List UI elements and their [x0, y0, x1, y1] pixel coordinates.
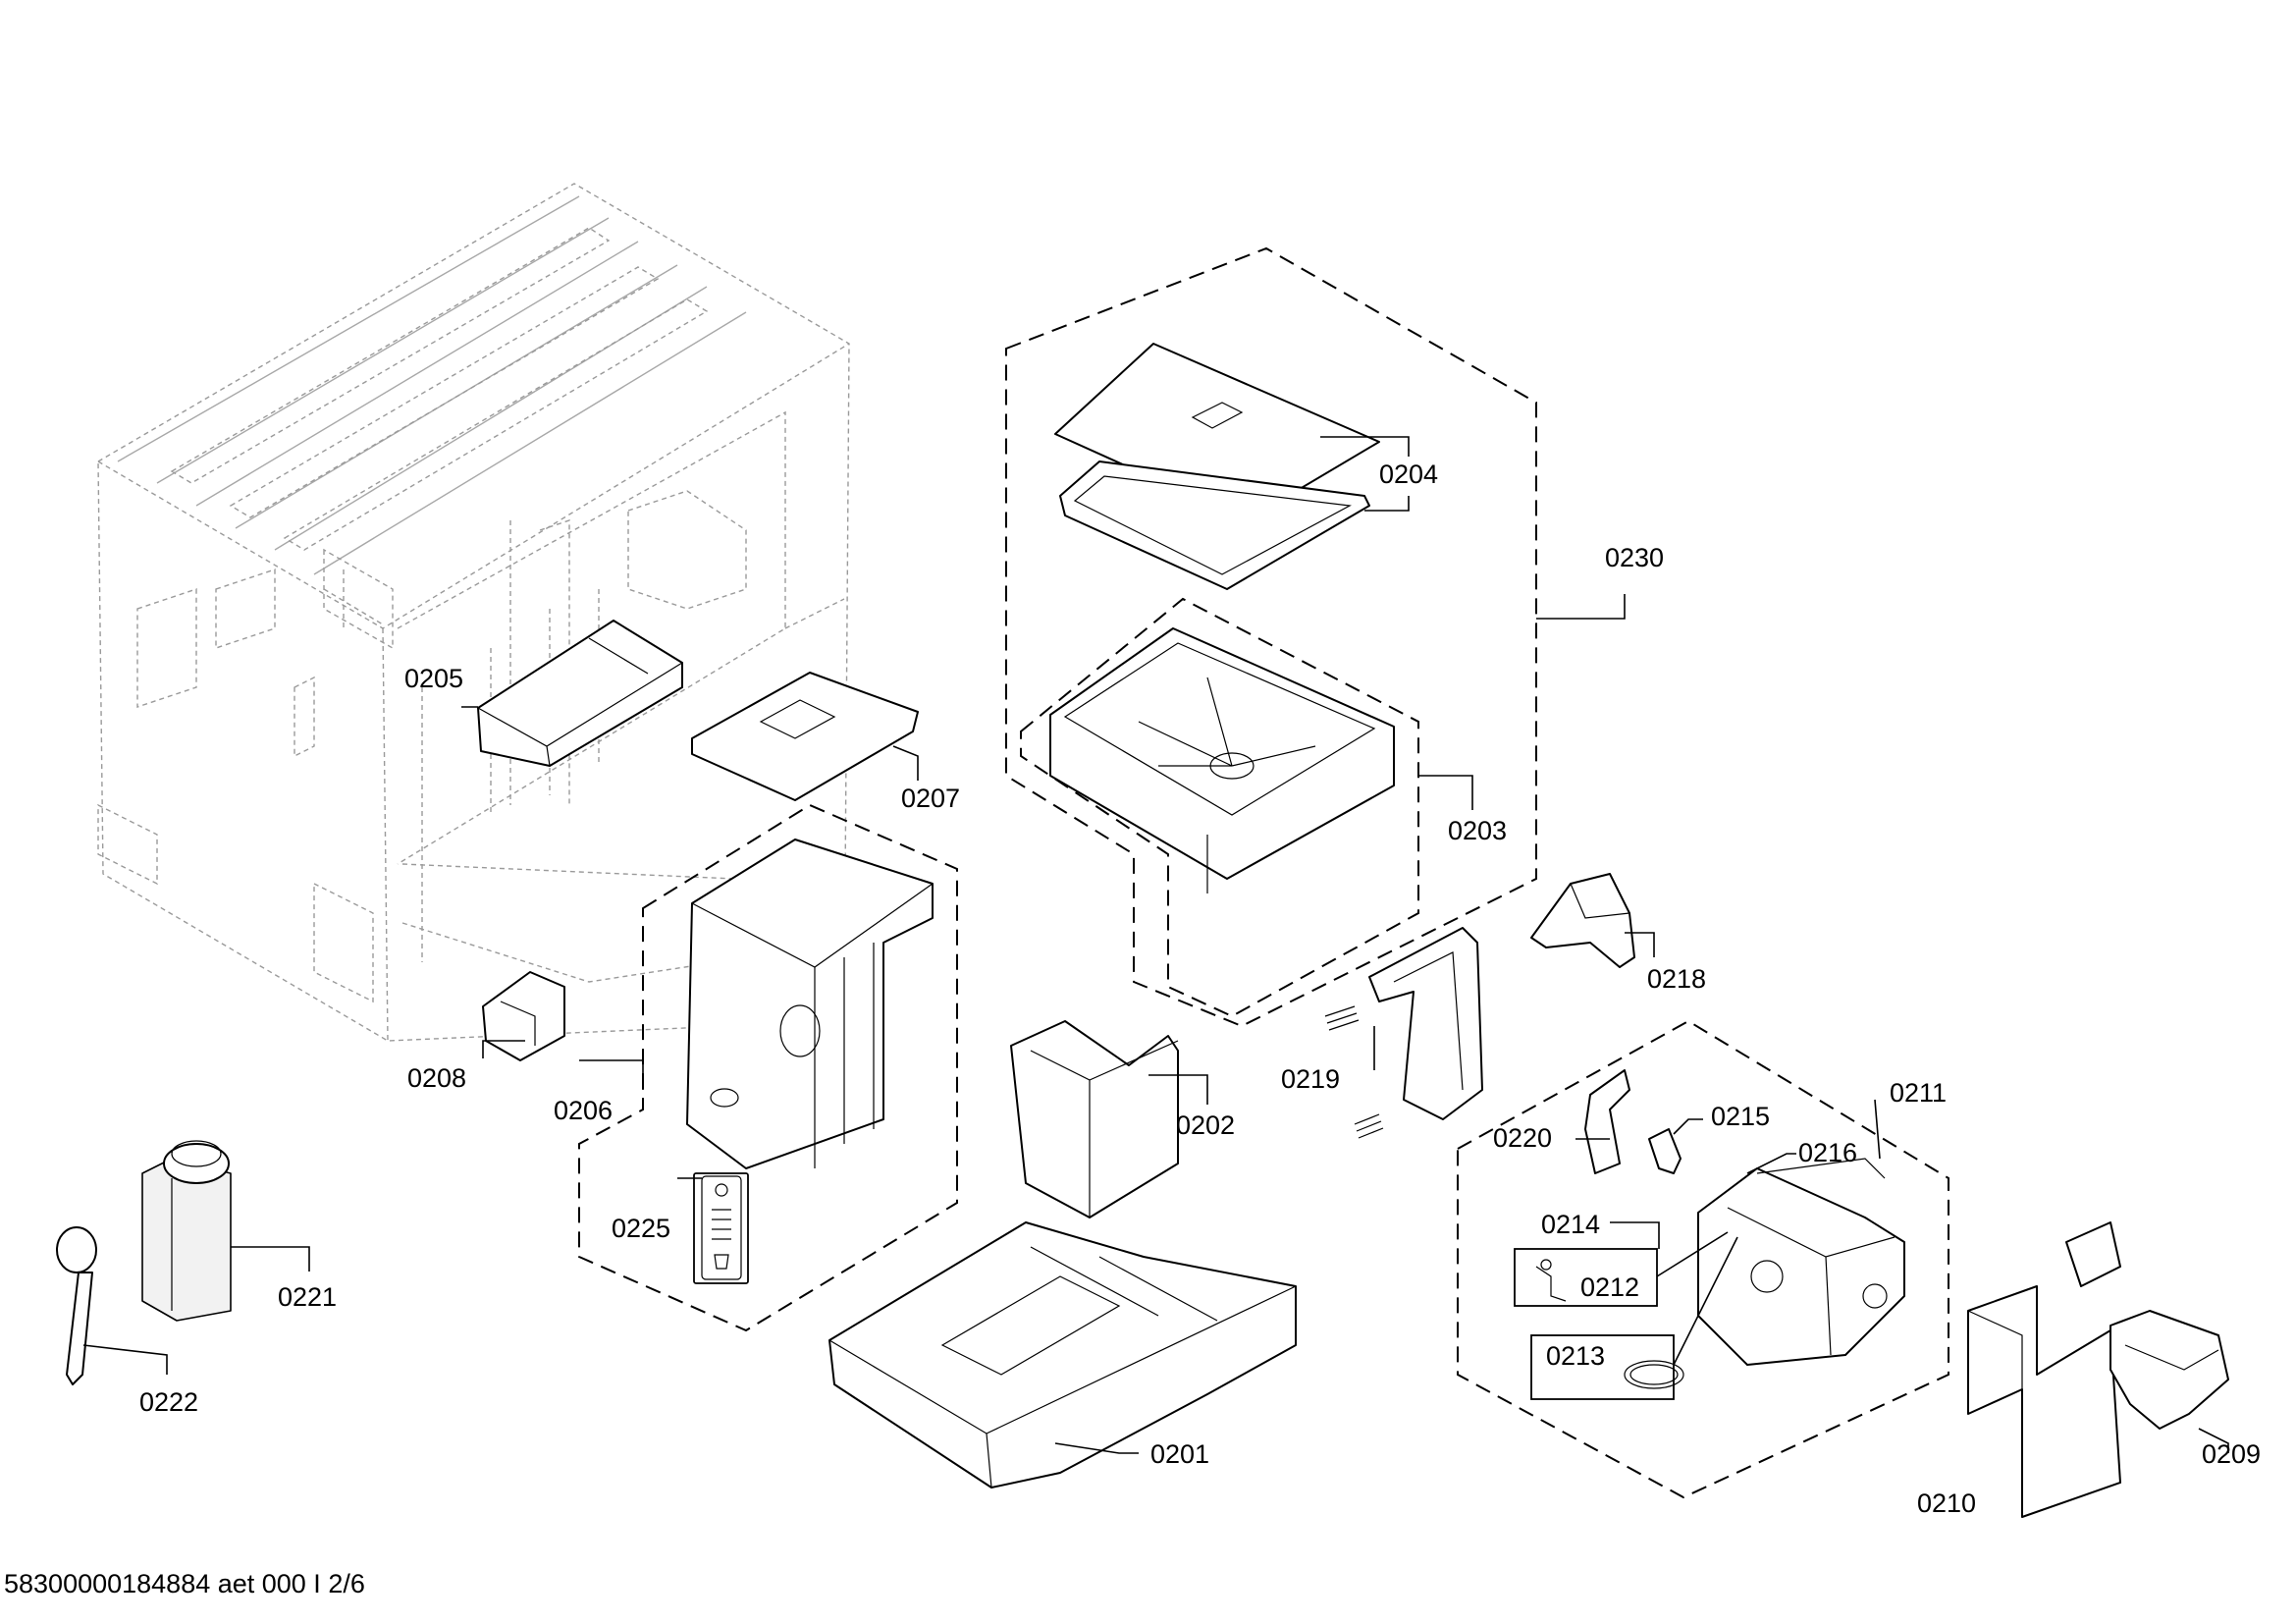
- label-0207: 0207: [901, 784, 960, 813]
- group-0206-outline: [578, 803, 958, 1332]
- label-0212: 0212: [1580, 1272, 1639, 1302]
- label-0216: 0216: [1798, 1138, 1857, 1167]
- label-0214: 0214: [1541, 1210, 1600, 1239]
- part-0203-drip-bowl: [1049, 627, 1395, 893]
- part-0204-lid: [1054, 343, 1380, 590]
- label-0222: 0222: [139, 1387, 198, 1417]
- part-0222-spoon: [56, 1226, 97, 1385]
- part-0208-clip: [482, 971, 565, 1061]
- part-0202-front-cover: [1010, 1020, 1179, 1218]
- label-0209: 0209: [2202, 1439, 2261, 1469]
- box-0225: [693, 1172, 749, 1284]
- group-0230-outline: [1005, 246, 1537, 1028]
- label-0218: 0218: [1647, 964, 1706, 994]
- label-0221: 0221: [278, 1282, 337, 1312]
- part-0215-pin: [1648, 1128, 1682, 1174]
- label-0215: 0215: [1711, 1102, 1770, 1131]
- leader-lines: [82, 436, 2229, 1492]
- part-0207-cover-plate: [691, 672, 919, 801]
- part-0212-nozzle: [1535, 1259, 1567, 1302]
- group-0211-outline: [1457, 1019, 1949, 1499]
- label-0213: 0213: [1546, 1341, 1605, 1371]
- part-0221-filter: [141, 1140, 232, 1322]
- label-0206: 0206: [554, 1096, 613, 1125]
- part-0218-bracket: [1530, 873, 1635, 968]
- label-0211: 0211: [1890, 1078, 1947, 1108]
- box-0213: [1530, 1334, 1675, 1400]
- label-0204: 0204: [1379, 460, 1438, 489]
- group-0203-outline: [1020, 597, 1419, 1018]
- part-0219-frame: [1324, 927, 1483, 1139]
- part-0216-brewing-unit: [1697, 1158, 1905, 1366]
- label-0219: 0219: [1281, 1064, 1340, 1094]
- document-footer-id: 58300000184884 aet 000 I 2/6: [4, 1569, 365, 1598]
- label-0230: 0230: [1605, 543, 1664, 572]
- part-0205-tray: [477, 620, 683, 767]
- part-0206-hopper-body: [686, 839, 934, 1169]
- label-0205: 0205: [404, 664, 463, 693]
- box-0212: [1514, 1248, 1658, 1307]
- housing-frame-ghost: [97, 183, 850, 1042]
- part-0220-lever: [1584, 1069, 1630, 1174]
- part-labels: 0204 0230 0203 0205 0207 0208 0206 0202 …: [139, 460, 2261, 1518]
- label-0210: 0210: [1917, 1489, 1976, 1518]
- label-0208: 0208: [407, 1063, 466, 1093]
- label-0202: 0202: [1176, 1110, 1235, 1140]
- part-0209-housing: [2065, 1221, 2229, 1430]
- part-0225-valve-set: [701, 1175, 742, 1280]
- part-0213-oring: [1624, 1360, 1684, 1389]
- label-0225: 0225: [612, 1214, 670, 1243]
- part-0210-panel: [1967, 1285, 2121, 1518]
- label-0201: 0201: [1150, 1439, 1209, 1469]
- part-0201-base-tray: [828, 1221, 1297, 1489]
- label-0220: 0220: [1493, 1123, 1552, 1153]
- label-0203: 0203: [1448, 816, 1507, 845]
